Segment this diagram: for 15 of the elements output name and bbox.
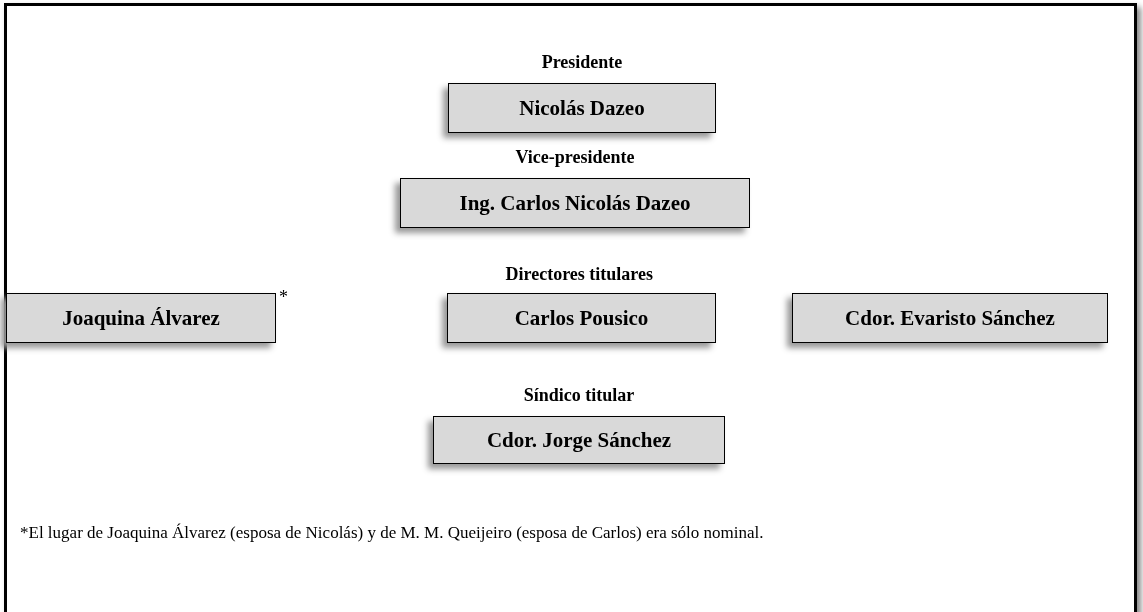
- person-name: Carlos Pousico: [514, 305, 649, 331]
- role-heading: Síndico titular: [522, 385, 636, 406]
- footnote-mark: *: [279, 287, 288, 308]
- role-heading: Presidente: [540, 52, 624, 73]
- person-name: Ing. Carlos Nicolás Dazeo: [459, 190, 691, 216]
- name-box: [6, 293, 276, 343]
- person-name: Joaquina Álvarez: [62, 305, 220, 331]
- name-box: [792, 293, 1108, 343]
- person-name: Nicolás Dazeo: [519, 95, 645, 121]
- name-box: [447, 293, 716, 343]
- role-heading: Vice-presidente: [514, 147, 636, 168]
- person-name: Cdor. Evaristo Sánchez: [845, 305, 1055, 331]
- footnote: *El lugar de Joaquina Álvarez (esposa de Nicolás) y de M. M. Queijeiro (esposa de Carlos) era sólo nominal.: [20, 523, 764, 543]
- group-heading: Directores titulares: [505, 264, 653, 285]
- person-name: Cdor. Jorge Sánchez: [486, 427, 672, 453]
